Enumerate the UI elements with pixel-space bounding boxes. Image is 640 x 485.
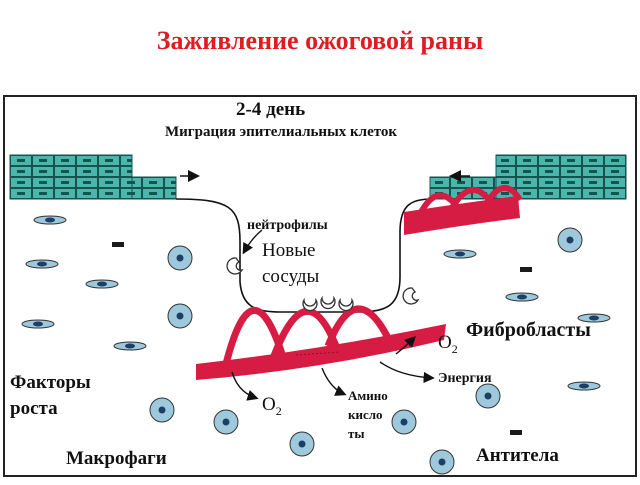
energy-label: Энергия	[438, 371, 492, 386]
fibroblast-icon	[113, 341, 147, 351]
epithelium-right	[429, 154, 627, 200]
diagram-border	[3, 95, 637, 477]
diagram-frame: 2-4 день Миграция эпителиальных клеток	[0, 92, 640, 480]
fibroblast-icon	[21, 319, 55, 329]
round-cell-icon	[149, 397, 175, 423]
round-cell-icon	[475, 383, 501, 409]
round-cells	[149, 227, 583, 475]
fibroblast-icon	[25, 259, 59, 269]
fibroblast-icon	[577, 313, 611, 323]
neutrophil-icon	[338, 297, 354, 312]
new-vessels-label-line2: сосуды	[262, 266, 320, 287]
round-cell-icon	[557, 227, 583, 253]
vessel-upper-right	[404, 185, 523, 235]
fibroblasts-label: Фибробласты	[466, 319, 591, 341]
antibodies-label: Антитела	[476, 445, 559, 466]
arrow-o2-right	[395, 336, 416, 355]
amino-acids-label-line1: Амино	[348, 388, 388, 403]
amino-acids-label-line3: ты	[348, 426, 365, 441]
round-cell-icon	[289, 431, 315, 457]
neutrophil-icon	[320, 295, 336, 310]
neutrophils-label: нейтрофилы	[247, 218, 328, 233]
growth-factors-label-line2: роста	[10, 398, 58, 419]
fibroblast-icon	[85, 279, 119, 289]
round-cell-icon	[167, 303, 193, 329]
wound-bed-outline	[175, 198, 433, 313]
amino-acids-label-line2: кисло	[348, 407, 383, 422]
growth-factors-label-line1: Факторы	[10, 372, 91, 393]
round-cell-icon	[167, 245, 193, 271]
fibroblast-icon	[505, 292, 539, 302]
neutrophil-icon	[302, 297, 318, 312]
macrophages-label: Макрофаги	[66, 448, 167, 469]
new-vessels-label-line1: Новые	[262, 240, 315, 261]
o2-bottom-label: O2	[262, 394, 282, 418]
round-cell-icon	[391, 409, 417, 435]
arrow-o2-bottom	[231, 371, 259, 401]
arrow-neutrophils	[242, 229, 263, 255]
round-cell-icon	[429, 449, 455, 475]
arrow-amino	[321, 367, 347, 396]
o2-right-label: O2	[438, 332, 458, 356]
fibroblast-icon	[443, 249, 477, 259]
fibroblast-cells	[21, 215, 611, 391]
fibroblast-icon	[33, 215, 67, 225]
arrow-energy	[379, 361, 435, 384]
fibroblast-icon	[567, 381, 601, 391]
day-label: 2-4 день	[236, 99, 305, 120]
epithelium-left	[9, 154, 200, 200]
neutrophil-icon	[226, 257, 244, 275]
neutrophil-cells	[226, 257, 420, 312]
round-cell-icon	[213, 409, 239, 435]
pathway-arrows	[231, 229, 435, 401]
neutrophil-icon	[402, 287, 420, 305]
page-title: Заживление ожоговой раны	[156, 26, 484, 55]
debris-marks	[112, 242, 532, 435]
vessel-lower	[196, 305, 446, 380]
wound-healing-diagram: 2-4 день Миграция эпителиальных клеток	[3, 95, 637, 477]
migration-subtitle: Миграция эпителиальных клеток	[165, 124, 397, 140]
